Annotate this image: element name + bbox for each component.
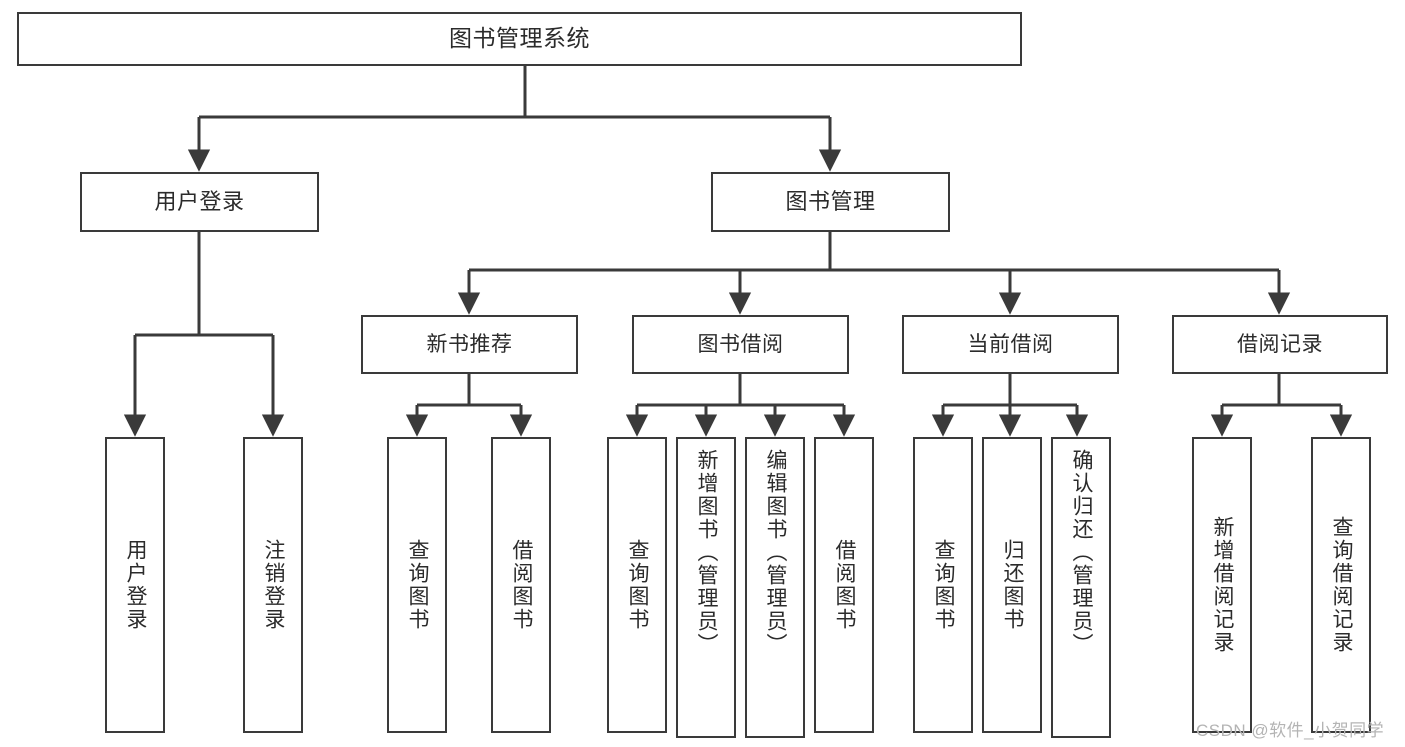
node-new-book-recommend[interactable]: 新书推荐 xyxy=(361,315,578,374)
leaf-query-book-recommend[interactable]: 查询图书 xyxy=(387,437,447,733)
node-label: 用户登录 xyxy=(124,539,148,631)
node-label: 借阅记录 xyxy=(1237,332,1323,356)
node-label: 借阅图书 xyxy=(833,539,857,631)
leaf-logout[interactable]: 注销登录 xyxy=(243,437,303,733)
leaf-user-login[interactable]: 用户登录 xyxy=(105,437,165,733)
leaf-edit-book-admin[interactable]: 编辑图书（管理员） xyxy=(745,437,805,738)
leaf-query-book-borrow[interactable]: 查询图书 xyxy=(607,437,667,733)
node-label: 注销登录 xyxy=(262,539,286,631)
node-label: 新书推荐 xyxy=(426,332,513,356)
node-label: 用户登录 xyxy=(154,188,245,214)
leaf-borrow-book-recommend[interactable]: 借阅图书 xyxy=(491,437,551,733)
node-label: 查询借阅记录 xyxy=(1330,516,1354,654)
node-user-login[interactable]: 用户登录 xyxy=(80,172,319,232)
node-label: 归还图书 xyxy=(1001,539,1025,631)
node-label: 查询图书 xyxy=(626,539,650,631)
node-label: 新增图书（管理员） xyxy=(695,449,719,656)
leaf-add-borrow-record[interactable]: 新增借阅记录 xyxy=(1192,437,1252,733)
node-label: 借阅图书 xyxy=(510,539,534,631)
node-book-management[interactable]: 图书管理 xyxy=(711,172,950,232)
node-label: 图书管理系统 xyxy=(449,25,590,52)
node-current-borrow[interactable]: 当前借阅 xyxy=(902,315,1119,374)
leaf-return-book[interactable]: 归还图书 xyxy=(982,437,1042,733)
leaf-query-borrow-record[interactable]: 查询借阅记录 xyxy=(1311,437,1371,733)
node-book-borrow[interactable]: 图书借阅 xyxy=(632,315,849,374)
leaf-add-book-admin[interactable]: 新增图书（管理员） xyxy=(676,437,736,738)
node-label: 图书借阅 xyxy=(697,332,784,356)
node-label: 查询图书 xyxy=(932,539,956,631)
leaf-query-book-current[interactable]: 查询图书 xyxy=(913,437,973,733)
node-label: 查询图书 xyxy=(406,539,430,631)
node-root-system[interactable]: 图书管理系统 xyxy=(17,12,1022,66)
node-label: 确认归还（管理员） xyxy=(1070,449,1094,656)
node-label: 编辑图书（管理员） xyxy=(764,449,788,656)
leaf-confirm-return-admin[interactable]: 确认归还（管理员） xyxy=(1051,437,1111,738)
node-label: 新增借阅记录 xyxy=(1211,516,1235,654)
node-borrow-record[interactable]: 借阅记录 xyxy=(1172,315,1388,374)
node-label: 当前借阅 xyxy=(967,332,1054,356)
node-label: 图书管理 xyxy=(785,188,876,214)
leaf-borrow-book[interactable]: 借阅图书 xyxy=(814,437,874,733)
csdn-watermark: CSDN @软件_小贺同学 xyxy=(1196,721,1385,740)
